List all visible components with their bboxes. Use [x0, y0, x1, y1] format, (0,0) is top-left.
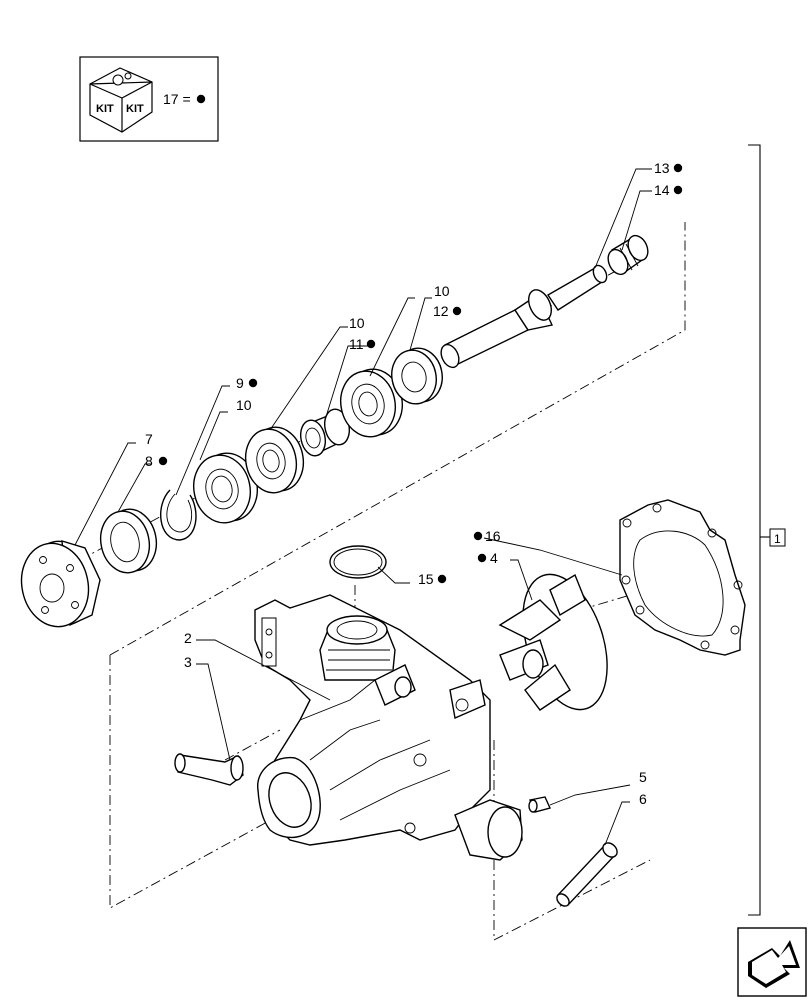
callout-6: 6	[639, 791, 647, 807]
callout-7: 7	[145, 431, 153, 447]
callout-15: 15	[418, 571, 434, 587]
callout-10: 10	[434, 283, 450, 299]
kit-marker-icon	[477, 553, 487, 563]
kit-label-left: KIT	[96, 103, 114, 115]
shaft	[440, 264, 608, 369]
kit-marker-icon	[673, 163, 683, 173]
o-ring	[329, 545, 387, 579]
callout-9: 9	[236, 375, 244, 391]
kit-marker-icon	[437, 574, 447, 584]
callout-4: 4	[490, 550, 498, 566]
leader-lines	[74, 168, 652, 846]
kit-marker-icon	[366, 339, 376, 349]
plug	[528, 796, 551, 813]
seal	[99, 508, 158, 574]
spacer	[299, 408, 351, 457]
bearing-seal	[391, 347, 443, 405]
callout-10: 10	[236, 397, 252, 413]
return-arrow-icon[interactable]	[737, 927, 807, 997]
callout-12: 12	[433, 303, 449, 319]
callout-16: 16	[485, 528, 501, 544]
kit-marker-icon	[673, 185, 683, 195]
hub-flange	[20, 540, 101, 628]
callout-11: 11	[349, 336, 364, 352]
pump-housing	[254, 594, 523, 861]
kit-legend-label: 17 =	[163, 91, 191, 107]
kit-marker-icon	[452, 306, 462, 316]
kit-marker-icon	[158, 456, 168, 466]
gasket	[619, 499, 746, 656]
kit-marker-icon	[196, 94, 206, 104]
kit-label-right: KIT	[126, 103, 144, 115]
bearing	[340, 368, 403, 438]
dowel	[556, 842, 618, 907]
bushing	[607, 234, 649, 276]
bearing	[244, 426, 305, 494]
callouts: 13 14 10 12 10 11 9 10 7 8 16 4 15 2 3 5…	[145, 160, 683, 807]
bearing	[193, 452, 258, 524]
kit-marker-icon	[248, 378, 258, 388]
snap-ring	[160, 489, 197, 541]
kit-marker-icon	[473, 531, 483, 541]
callout-1: 1	[774, 532, 781, 546]
callout-8: 8	[145, 453, 153, 469]
callout-14: 14	[654, 182, 670, 198]
impeller	[498, 573, 608, 711]
elbow-fitting	[174, 753, 244, 786]
callout-13: 13	[654, 160, 670, 176]
kit-box-icon: KIT KIT	[89, 67, 153, 133]
callout-2: 2	[184, 630, 192, 646]
kit-legend: KIT KIT 17 =	[79, 56, 219, 142]
callout-10: 10	[349, 315, 365, 331]
callout-3: 3	[184, 654, 192, 670]
callout-5: 5	[639, 769, 647, 785]
assembly-bracket: 1	[748, 144, 786, 916]
